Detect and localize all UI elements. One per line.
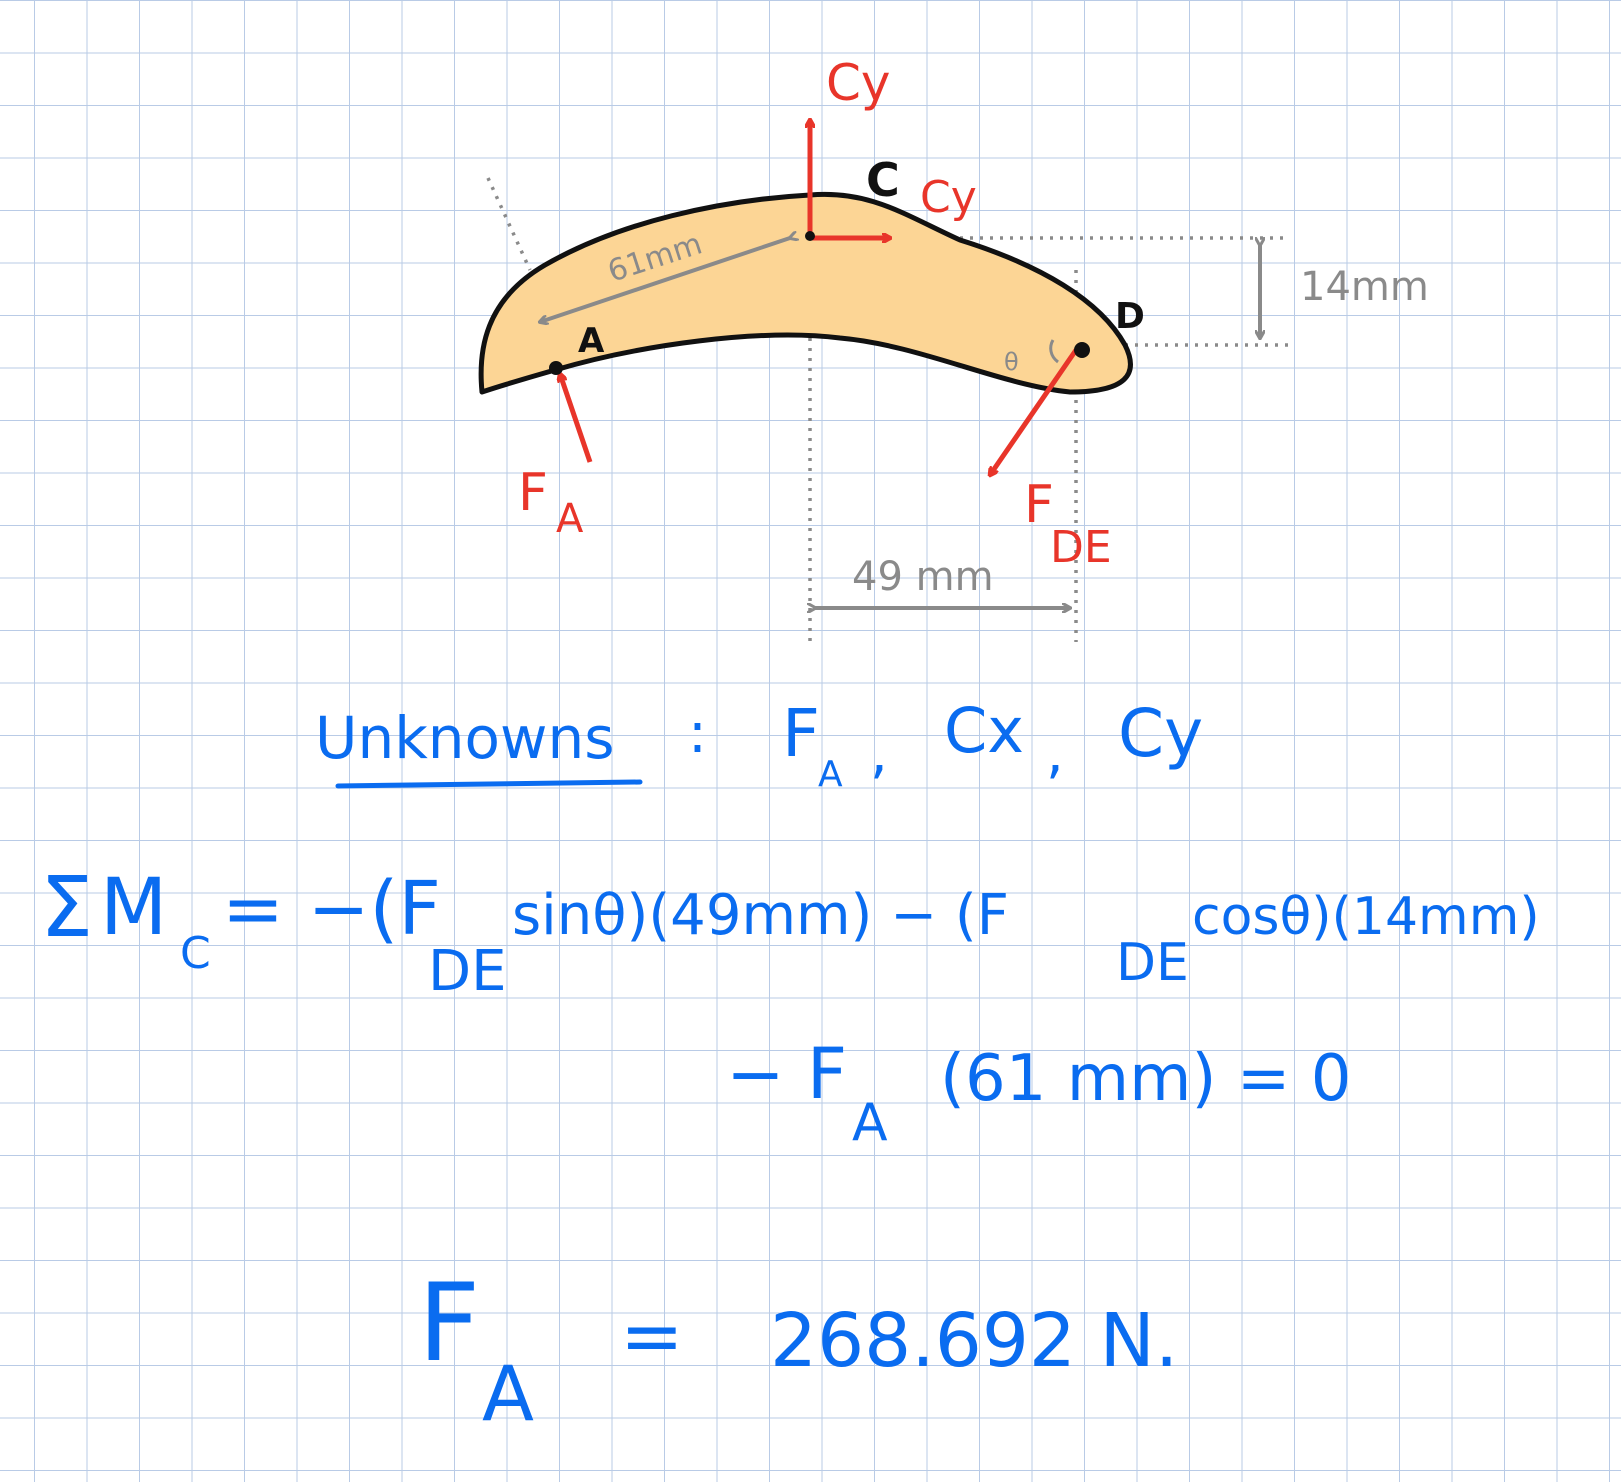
- unknowns-sep-2: ,: [1046, 721, 1064, 786]
- force-arrows: [560, 120, 1079, 475]
- banana-member-body: [478, 191, 1133, 395]
- eq2-a: − F: [726, 1033, 847, 1115]
- label-point-d: D: [1115, 296, 1145, 337]
- eq1-fde-sub-a: DE: [428, 939, 507, 1004]
- unknowns-cx: Cx: [944, 694, 1024, 767]
- result-value: 268.692 N.: [770, 1298, 1178, 1384]
- result-equals: =: [620, 1291, 684, 1380]
- unknowns-colon: :: [688, 701, 707, 766]
- unknowns-fa-sub: A: [818, 754, 843, 795]
- dim-61-arrow: [540, 238, 790, 322]
- label-fa-main: F: [518, 463, 548, 523]
- eq1-fde-sub-b: DE: [1116, 933, 1189, 993]
- point-c-dot: [805, 231, 815, 241]
- unknowns-cy: Cy: [1118, 695, 1203, 772]
- label-point-a: A: [578, 321, 605, 361]
- unknowns-fa-main: F: [782, 695, 820, 772]
- eq1-rhs-c: cosθ)(14mm): [1192, 887, 1540, 947]
- point-d-dot: [1074, 342, 1090, 358]
- label-cy-horizontal: Cy: [920, 172, 977, 223]
- angle-theta-arc: [1049, 339, 1059, 364]
- label-fa-sub: A: [556, 496, 584, 542]
- point-a-dot: [549, 361, 563, 375]
- label-point-c: C: [866, 153, 900, 207]
- label-cy-vertical: Cy: [826, 54, 891, 112]
- label-theta: θ: [1004, 348, 1019, 376]
- result-f-main: F: [418, 1261, 480, 1386]
- eq1-m: M: [100, 863, 167, 953]
- eq2-b: (61 mm) = 0: [940, 1042, 1351, 1116]
- unknowns-sep-1: ,: [870, 721, 888, 786]
- fde-arrow: [990, 348, 1079, 475]
- eq1-m-sub: C: [180, 928, 211, 979]
- fa-arrow: [560, 374, 593, 463]
- label-dim-14: 14mm: [1300, 264, 1429, 310]
- eq1-sigma: Σ: [40, 858, 93, 956]
- result-f-sub: A: [482, 1349, 534, 1438]
- label-fde-main: F: [1024, 475, 1054, 535]
- slope-guide-line: [486, 177, 532, 271]
- eq1-rhs-a: = −(F: [222, 866, 441, 952]
- unknowns-underline: [335, 779, 643, 789]
- unknowns-heading: Unknowns: [315, 704, 614, 772]
- label-dim-49: 49 mm: [852, 554, 994, 600]
- eq1-rhs-b: sinθ)(49mm) − (F: [512, 883, 1009, 948]
- eq2-sub: A: [852, 1093, 888, 1153]
- label-fde-sub: DE: [1050, 522, 1112, 573]
